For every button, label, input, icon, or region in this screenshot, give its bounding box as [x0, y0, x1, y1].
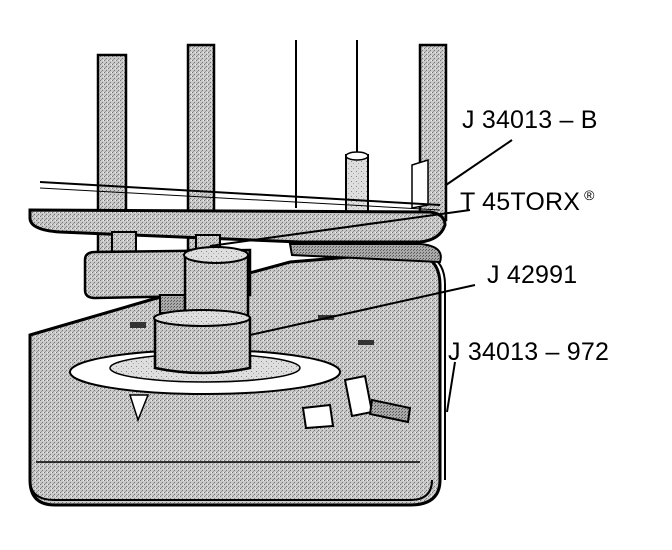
adapter-cylinder [153, 246, 252, 375]
label-fixture: J 34013 – 972 [448, 338, 609, 366]
leader-fixture [446, 361, 456, 413]
label-adapter: J 42991 [487, 261, 577, 289]
leader-lines [209, 139, 513, 413]
label-tool-top: J 34013 – B [462, 106, 598, 134]
leader-adapter [249, 284, 476, 336]
leader-tool-top [445, 139, 513, 186]
label-bit-text: T 45TORX [460, 188, 580, 216]
top-plate [39, 181, 441, 211]
label-bit-mark: ® [584, 187, 595, 203]
leader-bit [209, 209, 471, 247]
label-bit: T 45TORX® [460, 187, 595, 216]
